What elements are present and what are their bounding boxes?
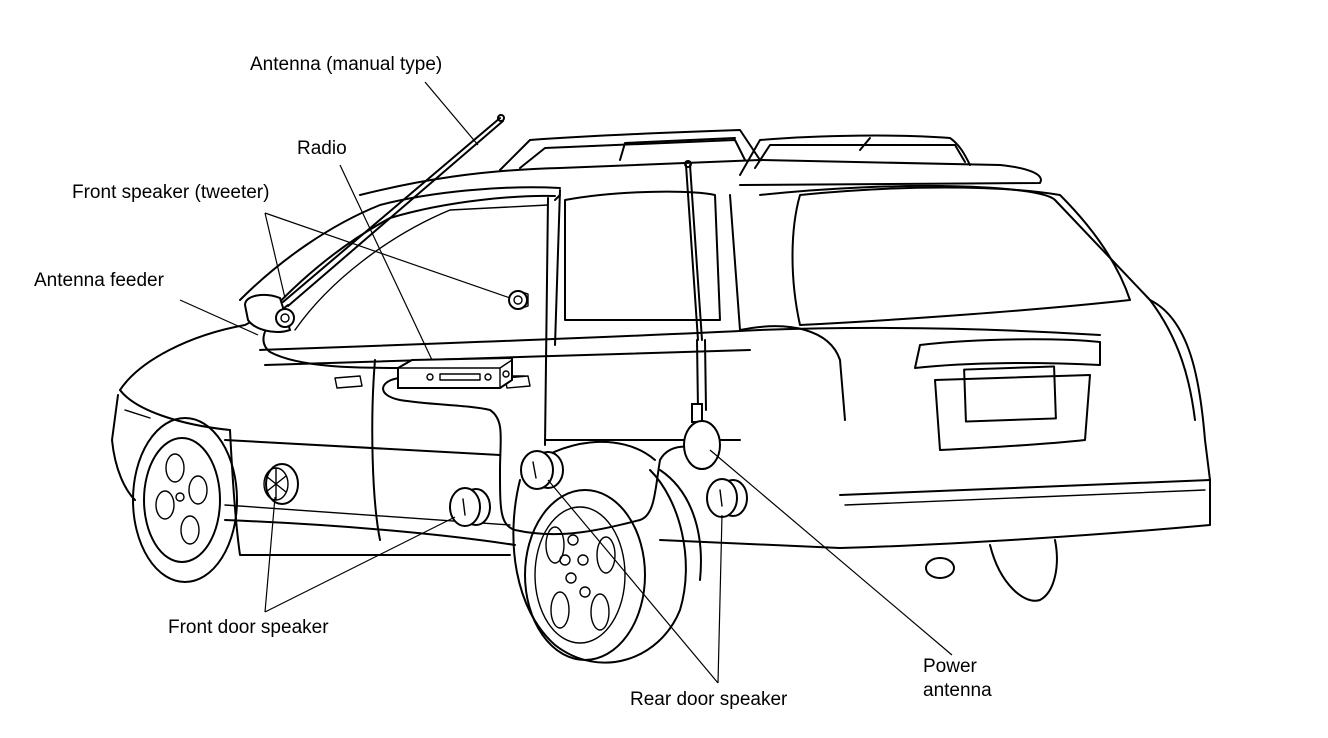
power-antenna (683, 160, 721, 470)
label-antenna-manual: Antenna (manual type) (250, 54, 443, 75)
rear-door-speaker-right (706, 478, 748, 518)
roof-rack (499, 129, 971, 176)
rear-right-wheel (989, 539, 1058, 602)
label-front-speaker-tweeter: Front speaker (tweeter) (72, 182, 270, 203)
leader-lines (179, 81, 953, 684)
radio-unit (397, 356, 526, 389)
front-tweeter-right (508, 290, 529, 310)
label-radio: Radio (297, 138, 347, 159)
label-power-antenna-line2: antenna (923, 680, 992, 701)
front-door-speaker-right (449, 487, 491, 527)
rear-door-speaker-left (520, 450, 564, 490)
station-wagon-body (111, 159, 1211, 579)
label-rear-door-speaker: Rear door speaker (630, 689, 788, 710)
front-door-speaker-left (263, 463, 299, 505)
label-front-door-speaker: Front door speaker (168, 617, 329, 638)
label-power-antenna-line1: Power (923, 656, 977, 677)
rear-wheel (512, 469, 702, 664)
manual-antenna (282, 114, 505, 307)
front-tweeter-left (243, 293, 295, 333)
label-antenna-feeder: Antenna feeder (34, 270, 164, 291)
front-wheel (132, 417, 238, 583)
